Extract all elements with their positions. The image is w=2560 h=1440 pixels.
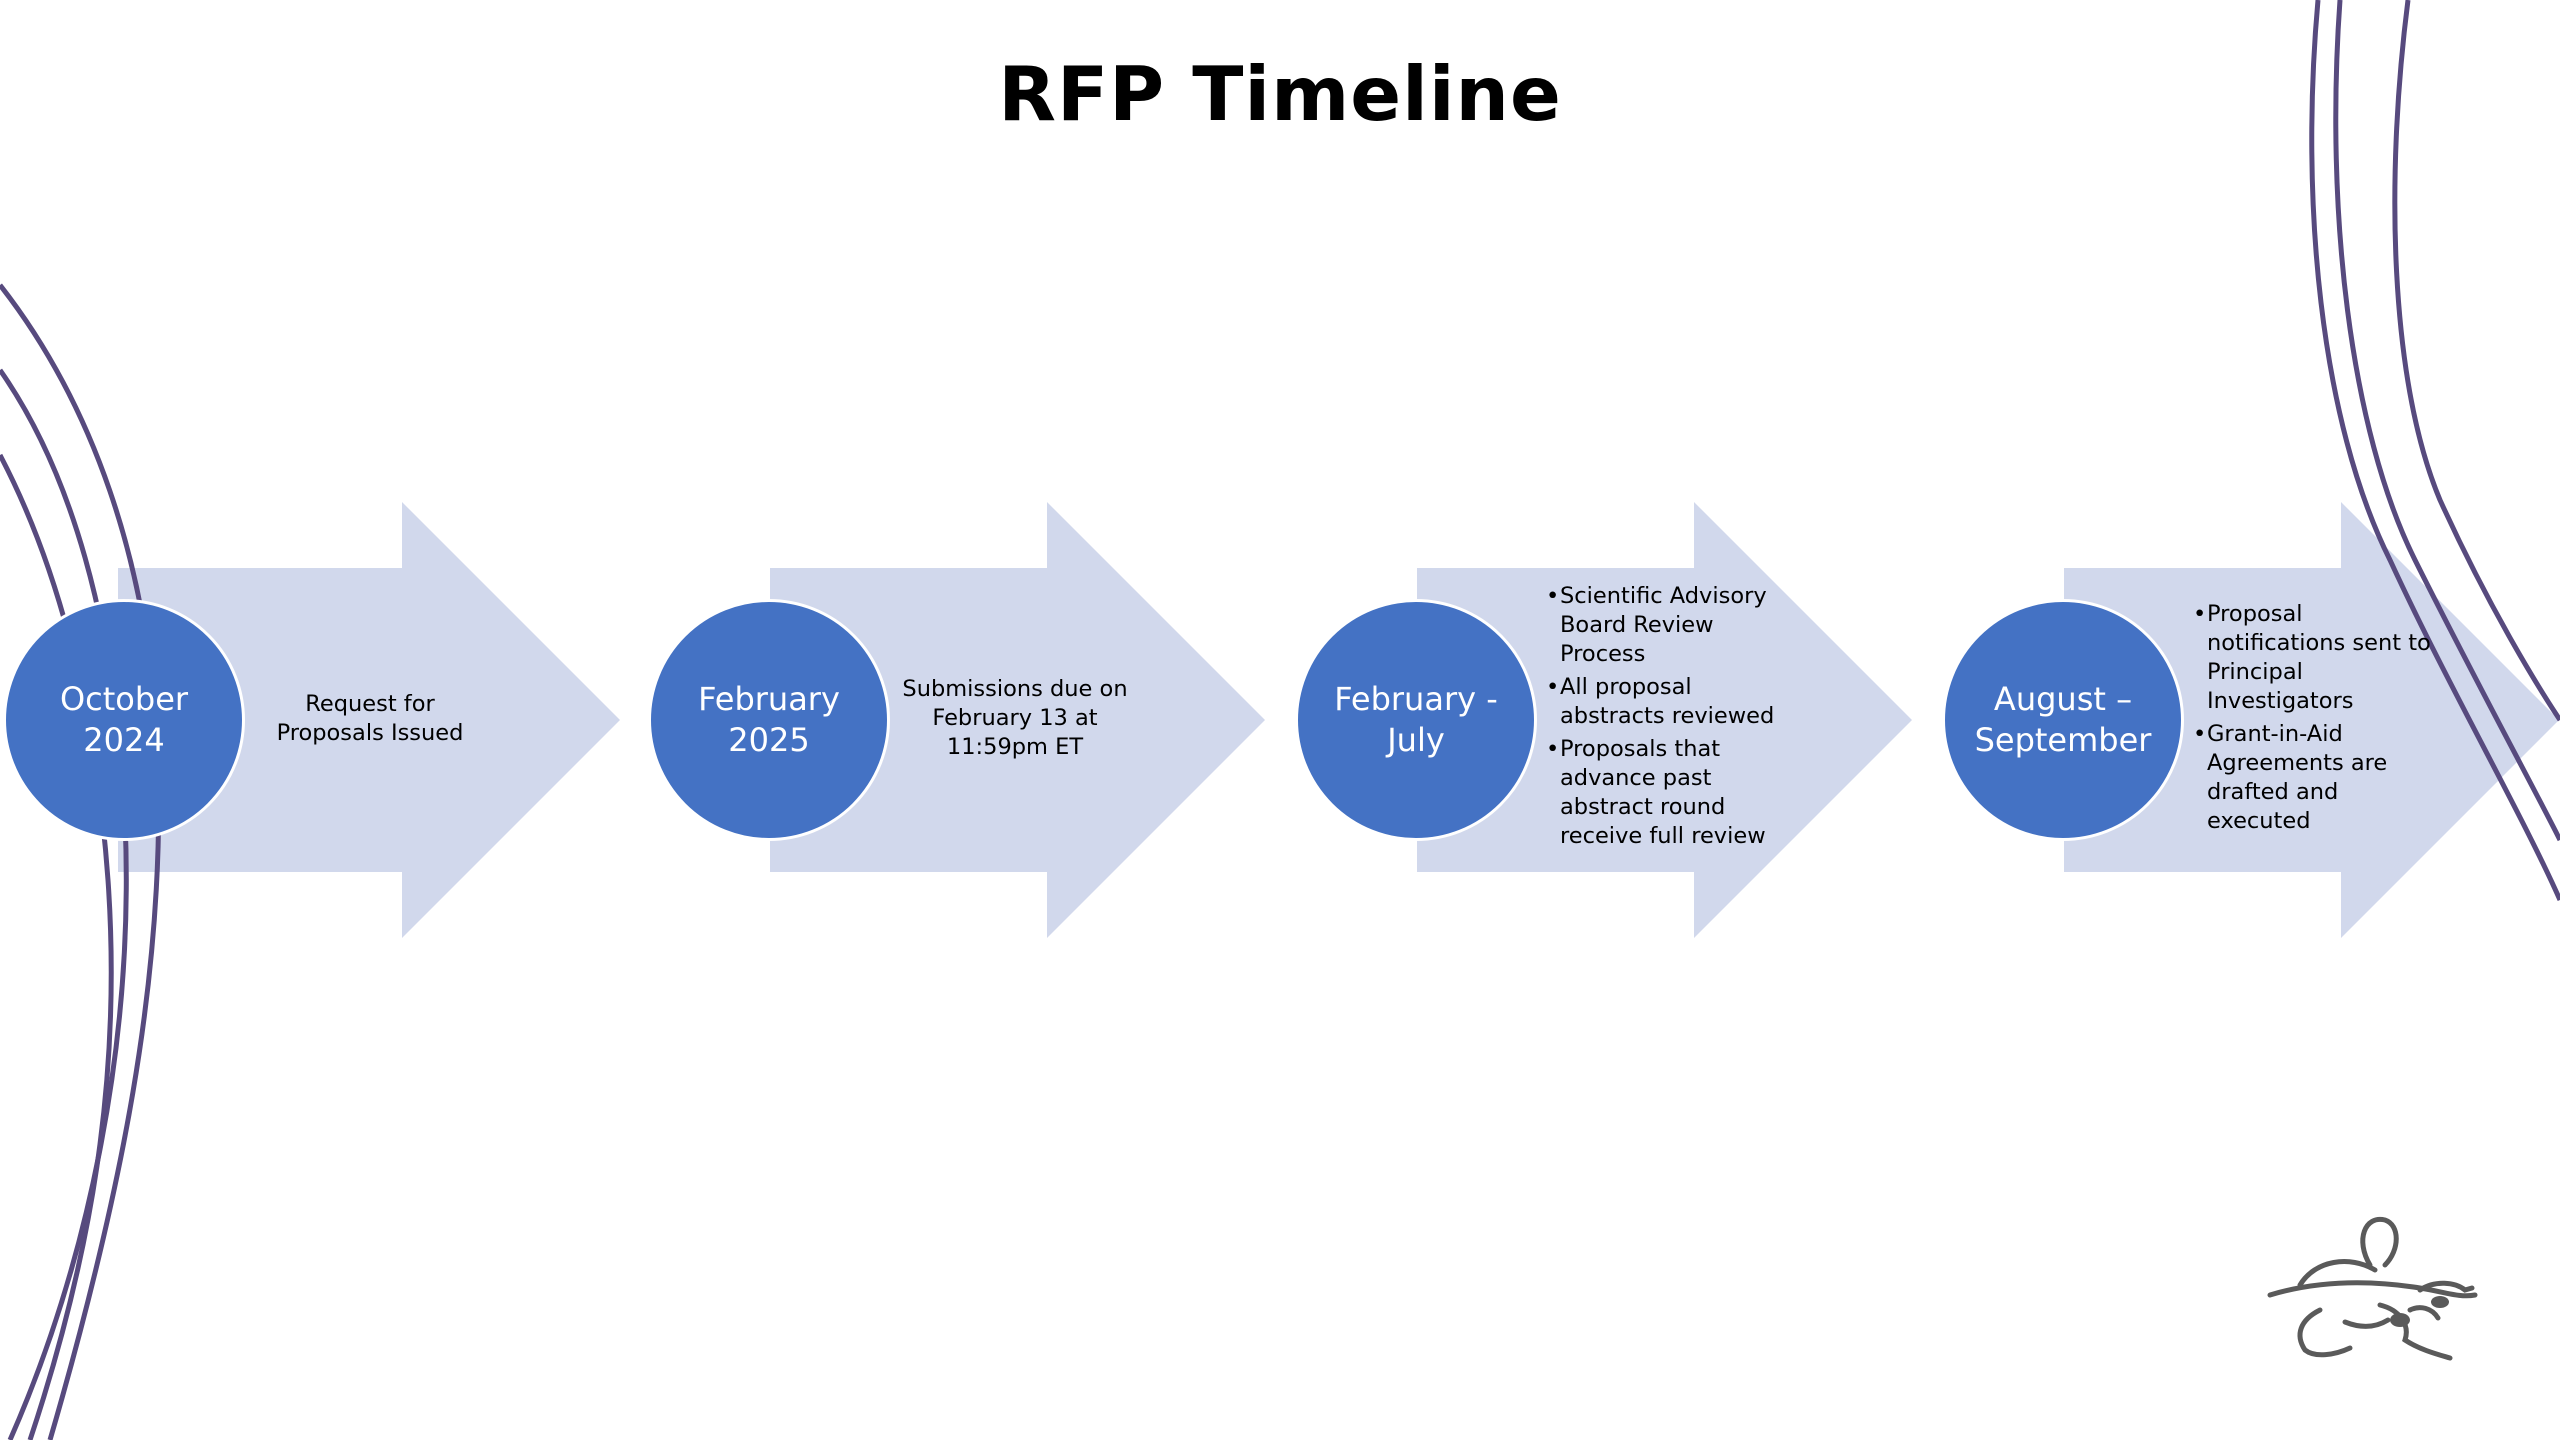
stage-bullet-list: Scientific Advisory Board Review Process…	[1546, 582, 1776, 851]
stage-bullet: Grant-in-Aid Agreements are drafted and …	[2193, 720, 2433, 836]
stage-bullet: Proposal notifications sent to Principal…	[2193, 600, 2433, 716]
stage-date-line1: August –	[1993, 680, 2133, 718]
stage-date-line2: 2025	[728, 721, 810, 759]
stage-date-line2: September	[1974, 721, 2152, 759]
stage-bullet-list: Proposal notifications sent to Principal…	[2193, 600, 2433, 836]
stage-text-line: February 13 at	[932, 705, 1098, 731]
stage-arrow-2	[770, 502, 1265, 938]
stage-text-line: 11:59pm ET	[946, 734, 1084, 760]
stage-date-line2: 2024	[83, 721, 165, 759]
stage-date-circle-4: August – September	[1942, 599, 2184, 841]
stage-description-1: Request for Proposals Issued	[250, 690, 490, 748]
stage-bullet: Scientific Advisory Board Review Process	[1546, 582, 1776, 669]
stage-description-4: Proposal notifications sent to Principal…	[2193, 600, 2433, 840]
animal-logo-icon	[2267, 1216, 2478, 1361]
stage-text-line: Submissions due on	[902, 676, 1128, 702]
stage-date-line2: July	[1387, 721, 1445, 759]
stage-date-circle-2: February 2025	[648, 599, 890, 841]
stage-arrow-1	[118, 502, 620, 938]
stage-text-line: Proposals Issued	[276, 720, 464, 746]
stage-date-line1: February -	[1334, 680, 1498, 718]
stage-description-2: Submissions due on February 13 at 11:59p…	[895, 675, 1135, 762]
stage-date-line1: October	[59, 680, 189, 718]
page-title: RFP Timeline	[998, 50, 1562, 138]
stage-bullet: All proposal abstracts reviewed	[1546, 673, 1776, 731]
stage-description-3: Scientific Advisory Board Review Process…	[1546, 582, 1776, 855]
stage-text-line: Request for	[305, 691, 435, 717]
stage-date-circle-3: February - July	[1295, 599, 1537, 841]
stage-date-line1: February	[698, 680, 840, 718]
stage-bullet: Proposals that advance past abstract rou…	[1546, 735, 1776, 851]
stage-date-circle-1: October 2024	[3, 599, 245, 841]
